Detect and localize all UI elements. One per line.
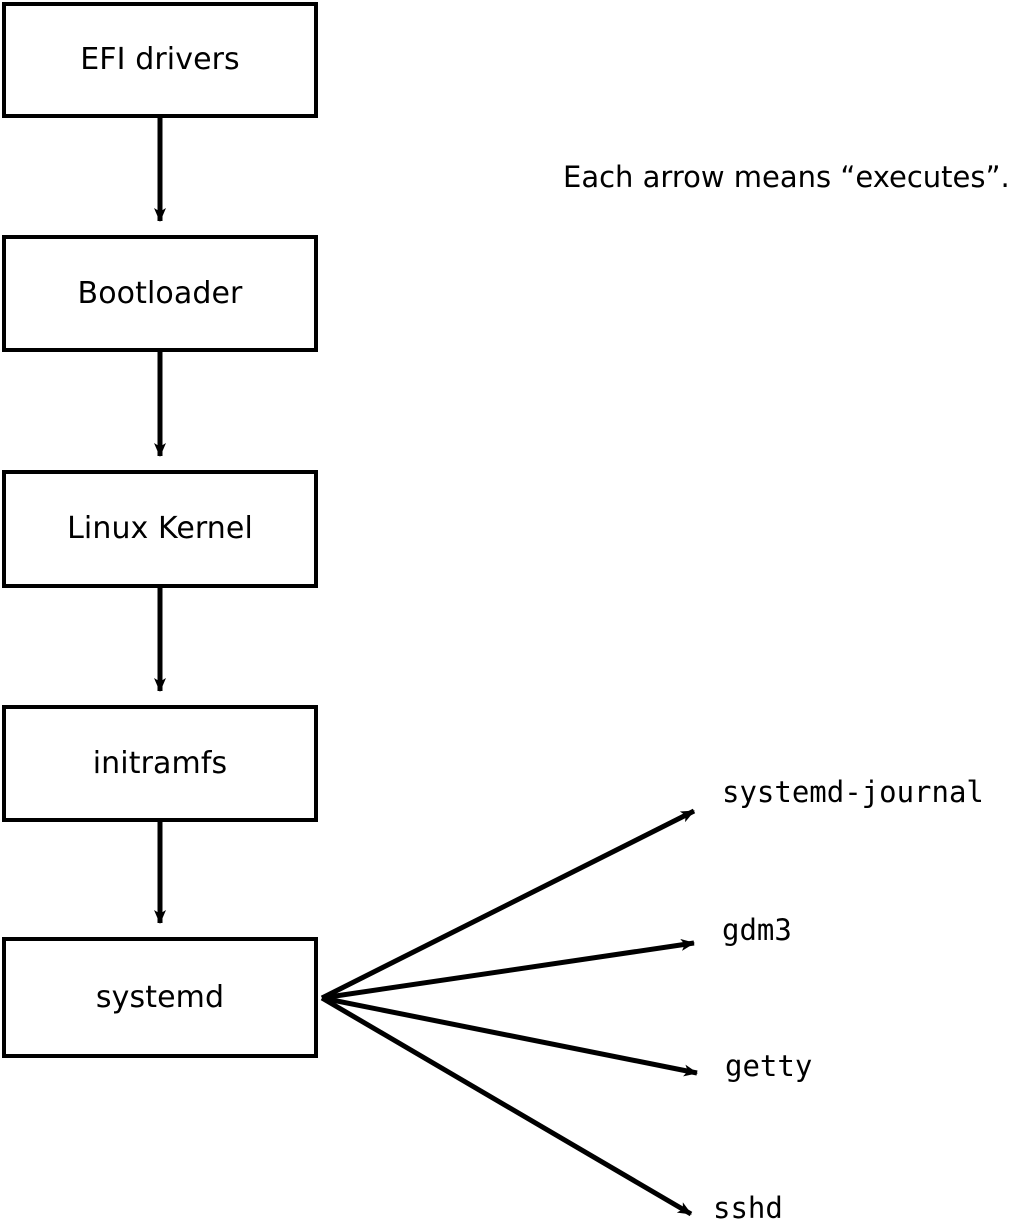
arrow-systemd-to-systemd-journal — [320, 808, 696, 1001]
stage-box-bootloader[interactable]: Bootloader — [2, 235, 318, 352]
leaf-label-sshd[interactable]: sshd — [713, 1191, 783, 1225]
arrow-systemd-to-sshd — [320, 995, 693, 1217]
leaf-label-systemd-journal[interactable]: systemd-journal — [722, 775, 984, 809]
leaf-label-gdm3[interactable]: gdm3 — [722, 913, 792, 947]
stage-box-initramfs[interactable]: initramfs — [2, 705, 318, 822]
stage-label-bootloader: Bootloader — [77, 275, 243, 311]
stage-label-initramfs: initramfs — [92, 745, 228, 781]
stage-label-systemd: systemd — [95, 979, 225, 1015]
leaf-label-getty[interactable]: getty — [725, 1049, 813, 1083]
legend-caption: Each arrow means “executes”. — [563, 160, 1010, 194]
stage-box-linux-kernel[interactable]: Linux Kernel — [2, 470, 318, 588]
stage-box-efi-drivers[interactable]: EFI drivers — [2, 2, 318, 118]
stage-label-efi-drivers: EFI drivers — [80, 42, 240, 77]
stage-label-linux-kernel: Linux Kernel — [67, 511, 253, 546]
arrow-systemd-to-gdm3 — [321, 938, 695, 1001]
fan-arrow-group — [320, 808, 698, 1217]
stage-box-systemd[interactable]: systemd — [2, 937, 318, 1058]
arrow-systemd-to-getty — [321, 995, 698, 1077]
